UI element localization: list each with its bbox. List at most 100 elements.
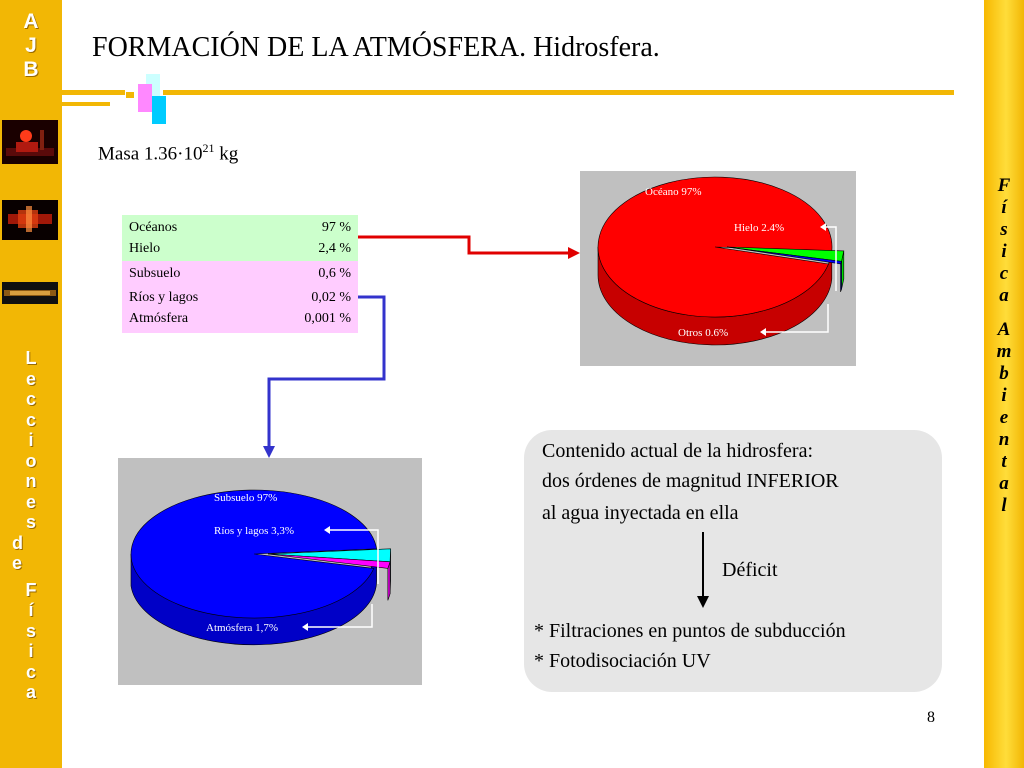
pie-chart-svg: Océano 97% Hielo 2.4% Otros 0.6% bbox=[580, 139, 856, 346]
label-leader-line bbox=[308, 604, 373, 628]
vertical-letter: L bbox=[25, 348, 37, 368]
vertical-letter: A bbox=[23, 10, 39, 33]
deficit-label: Déficit bbox=[722, 559, 778, 581]
vertical-letter: s bbox=[1000, 219, 1008, 240]
title-underline-left bbox=[62, 90, 125, 95]
row-name: Océanos bbox=[129, 220, 178, 235]
red-connector-arrow bbox=[358, 235, 570, 255]
pie-slice-small bbox=[267, 553, 391, 569]
pie-slice-label: Otros 0.6% bbox=[678, 327, 728, 339]
vertical-letter: e bbox=[12, 553, 23, 573]
thumbnail-image-3 bbox=[2, 282, 58, 304]
vertical-letter: s bbox=[25, 512, 36, 532]
vertical-letter: c bbox=[25, 409, 36, 430]
slide-title: FORMACIÓN DE LA ATMÓSFERA. Hidrosfera. bbox=[92, 32, 660, 63]
label-arrowhead-icon bbox=[820, 223, 826, 231]
label-arrowhead-icon bbox=[302, 623, 308, 631]
label-leader-line bbox=[766, 304, 829, 333]
vertical-letter: i bbox=[28, 430, 34, 450]
note-line-3: al agua inyectada en ella bbox=[542, 502, 739, 524]
table-row: Ríos y lagos 0,02 % bbox=[122, 287, 358, 308]
vertical-letter: e bbox=[25, 368, 36, 389]
cause-bullet-1: * Filtraciones en puntos de subducción bbox=[534, 620, 846, 642]
pie-slice-label: Océano 97% bbox=[645, 186, 702, 198]
water-distribution-table: Océanos 97 % Hielo 2,4 % Subsuelo 0,6 % … bbox=[122, 215, 358, 333]
row-name: Ríos y lagos bbox=[129, 290, 199, 305]
vertical-letter: a bbox=[999, 285, 1009, 306]
vertical-letter: A bbox=[997, 319, 1011, 340]
title-underline-right bbox=[163, 90, 954, 95]
vertical-letter: a bbox=[999, 473, 1009, 494]
table-row: Océanos 97 % bbox=[122, 215, 358, 238]
pie-slice-label: Hielo 2.4% bbox=[734, 222, 784, 234]
vertical-letter: F bbox=[25, 579, 37, 600]
vertical-letter: í bbox=[28, 600, 34, 620]
vertical-letter: o bbox=[25, 450, 37, 471]
thumbnail-image-1 bbox=[2, 120, 58, 164]
note-box bbox=[524, 430, 942, 692]
pie-slice-label: Subsuelo 97% bbox=[214, 492, 277, 504]
pie-slice-small bbox=[726, 246, 842, 265]
vertical-letter: n bbox=[998, 429, 1010, 450]
vertical-letter: d bbox=[12, 532, 23, 553]
vertical-letter: e bbox=[999, 407, 1009, 428]
vertical-letter: c bbox=[25, 661, 36, 682]
vertical-letter: s bbox=[25, 620, 36, 641]
label-leader-line bbox=[330, 529, 379, 584]
row-value: 97 % bbox=[321, 220, 351, 235]
vertical-letter: i bbox=[1001, 241, 1007, 262]
decorative-squares-icon bbox=[126, 74, 166, 124]
vertical-letter: i bbox=[28, 641, 34, 661]
note-line-1: Contenido actual de la hidrosfera: bbox=[542, 440, 814, 462]
row-value: 0,02 % bbox=[311, 290, 351, 305]
table-row: Subsuelo 0,6 % bbox=[122, 261, 358, 287]
deficit-down-arrow-icon bbox=[697, 532, 709, 608]
page-number: 8 bbox=[927, 709, 935, 726]
row-value: 0,6 % bbox=[318, 266, 351, 281]
right-sidebar bbox=[984, 0, 1024, 768]
table-row: Hielo 2,4 % bbox=[122, 238, 358, 261]
mass-label: Masa 1.36·1021 kg bbox=[98, 141, 239, 165]
row-name: Atmósfera bbox=[129, 311, 189, 326]
pie-slice-label: Ríos y lagos 3,3% bbox=[214, 525, 294, 537]
vertical-letter: B bbox=[23, 58, 39, 81]
vertical-letter: l bbox=[1001, 495, 1007, 516]
vertical-letter: c bbox=[25, 389, 36, 409]
row-value: 2,4 % bbox=[318, 241, 351, 256]
vertical-letter: a bbox=[25, 682, 36, 702]
vertical-letter: c bbox=[999, 263, 1009, 284]
label-arrowhead-icon bbox=[324, 526, 330, 534]
vertical-letter: J bbox=[25, 34, 37, 57]
vertical-letter: í bbox=[1001, 197, 1007, 218]
title-underline-accent bbox=[62, 102, 110, 106]
row-name: Subsuelo bbox=[129, 266, 181, 281]
label-arrowhead-icon bbox=[760, 328, 766, 336]
row-value: 0,001 % bbox=[304, 311, 351, 326]
vertical-letter: e bbox=[25, 491, 36, 512]
blue-connector-arrow bbox=[267, 295, 386, 446]
pie-chart-hydrosphere: Océano 97% Hielo 2.4% Otros 0.6% bbox=[580, 139, 856, 366]
cause-bullet-2: * Fotodisociación UV bbox=[534, 650, 711, 672]
vertical-letter: b bbox=[999, 363, 1009, 384]
pie-chart-rest: Subsuelo 97% Ríos y lagos 3,3% Atmósfera 1… bbox=[118, 458, 422, 685]
pie-slice-label: Atmósfera 1,7% bbox=[206, 622, 278, 634]
vertical-letter: t bbox=[1001, 451, 1007, 472]
table-row: Atmósfera 0,001 % bbox=[122, 308, 358, 333]
row-name: Hielo bbox=[129, 241, 161, 256]
label-leader-line bbox=[826, 226, 837, 291]
vertical-letter: m bbox=[996, 341, 1012, 362]
vertical-letter: i bbox=[1001, 385, 1007, 406]
vertical-letter: F bbox=[997, 175, 1011, 196]
chart-top-band bbox=[580, 139, 856, 171]
pie-chart-svg: Subsuelo 97% Ríos y lagos 3,3% Atmósfera 1… bbox=[130, 489, 391, 646]
note-line-2: dos órdenes de magnitud INFERIOR bbox=[542, 470, 839, 492]
thumbnail-image-2 bbox=[2, 200, 58, 240]
blue-arrowhead-icon bbox=[263, 446, 275, 458]
red-arrowhead-icon bbox=[568, 247, 580, 259]
pie-slice-main bbox=[597, 176, 833, 318]
vertical-letter: n bbox=[25, 471, 37, 491]
